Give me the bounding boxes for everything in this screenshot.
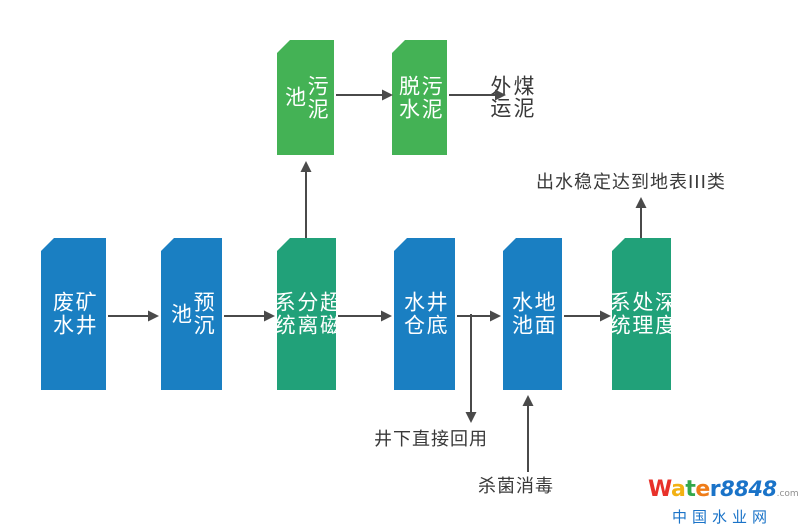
arrow-wastewater-to-presettling <box>108 310 159 322</box>
arrow-disinfection-to-surface-pool <box>522 395 534 472</box>
node-surface-water-pool[interactable]: 地面 水池 <box>503 238 562 390</box>
node-sludge-tank-label: 污泥 池 <box>282 74 330 121</box>
label-disinfection: 杀菌消毒 <box>478 476 554 497</box>
node-pre-settling-tank-label: 预沉 池 <box>168 291 216 337</box>
arrow-branch-to-underground-reuse <box>465 314 477 423</box>
arrow-sludge-tank-to-dewatering <box>336 89 393 101</box>
watermark-letter-a: a <box>670 477 686 502</box>
node-bottom-water-sump-label: 井底 水仓 <box>401 291 449 337</box>
label-effluent-quality: 出水稳定达到地表III类 <box>536 172 726 193</box>
node-super-magnetic-separation[interactable]: 超磁 分离 系统 <box>277 238 336 390</box>
node-surface-water-pool-label: 地面 水池 <box>509 291 557 337</box>
arrow-surface-pool-to-advanced <box>564 310 611 322</box>
label-coal-slime-output: 煤泥 外运 <box>488 75 535 119</box>
arrow-advanced-treatment-to-effluent <box>635 197 647 242</box>
watermark-wordmark: Water8848.com <box>648 477 799 505</box>
arrow-sump-to-surface-pool <box>457 310 501 322</box>
watermark-letter-e: e <box>695 477 710 502</box>
node-sludge-tank[interactable]: 污泥 池 <box>277 40 334 155</box>
node-advanced-treatment-label: 深度 处理 系统 <box>607 291 677 337</box>
watermark-number: 8848 <box>720 477 777 501</box>
arrow-dewatering-to-coal-slime <box>449 89 506 101</box>
node-advanced-treatment[interactable]: 深度 处理 系统 <box>612 238 671 390</box>
watermark-domain: .com <box>776 489 799 499</box>
watermark-letter-t: t <box>685 477 696 502</box>
node-sludge-dewatering-label: 污泥 脱水 <box>396 74 444 121</box>
node-bottom-water-sump[interactable]: 井底 水仓 <box>394 238 455 390</box>
watermark-letter-w: W <box>648 477 671 502</box>
watermark-subtitle: 中国水业网 <box>671 508 772 526</box>
arrow-magnetic-to-sump <box>338 310 392 322</box>
node-pre-settling-tank[interactable]: 预沉 池 <box>161 238 222 390</box>
node-mine-wastewater[interactable]: 矿井 废水 <box>41 238 106 390</box>
node-sludge-dewatering[interactable]: 污泥 脱水 <box>392 40 447 155</box>
node-super-magnetic-separation-label: 超磁 分离 系统 <box>272 291 342 337</box>
watermark-logo: Water8848.com 中国水业网 <box>648 477 799 526</box>
node-mine-wastewater-label: 矿井 废水 <box>50 291 98 337</box>
arrow-magnetic-to-sludge-tank <box>300 161 312 240</box>
arrow-presettling-to-magnetic <box>224 310 275 322</box>
label-underground-reuse: 井下直接回用 <box>374 429 488 450</box>
watermark-letter-r: r <box>709 477 721 502</box>
